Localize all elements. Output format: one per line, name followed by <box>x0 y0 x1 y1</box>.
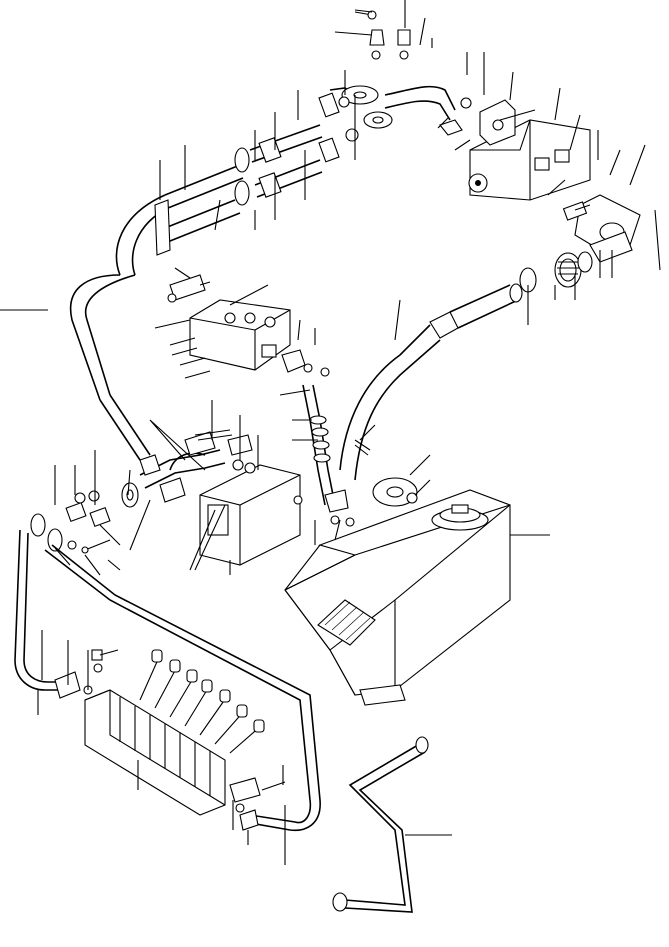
hydraulic-tank <box>284 489 511 706</box>
main-control-valve <box>167 274 330 379</box>
lower-pipes <box>14 529 321 832</box>
leader-lines <box>0 0 661 865</box>
filter-box <box>199 464 303 566</box>
hydraulic-pump <box>468 99 641 251</box>
bottom-hose <box>332 736 429 913</box>
pressure-pipes <box>69 92 340 461</box>
multi-spool-valve <box>54 649 286 831</box>
suction-hose <box>339 231 633 507</box>
top-flanges <box>329 10 472 142</box>
mid-left-fittings <box>30 429 256 554</box>
return-line <box>302 384 355 527</box>
